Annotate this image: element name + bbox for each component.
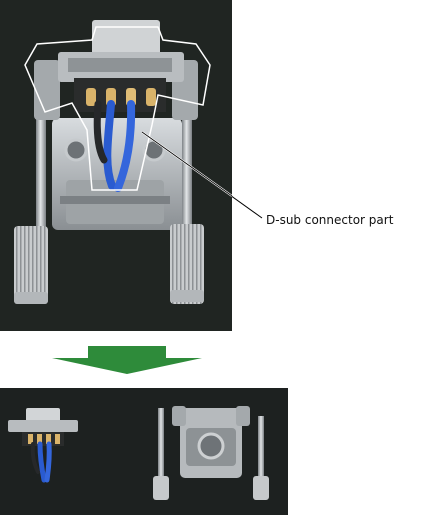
left-thumbscrew-shaft <box>36 88 46 248</box>
left-thumbscrew-knob <box>14 226 48 304</box>
connector-outline <box>24 26 211 191</box>
disassembled-parts-illustration <box>0 388 288 515</box>
left-screw-part <box>153 408 169 500</box>
assembled-connector-photo <box>0 0 232 331</box>
disassembled-parts-photo <box>0 388 288 515</box>
hood-part <box>172 406 250 478</box>
blue-wire <box>103 100 116 190</box>
dsub-shell <box>92 20 160 56</box>
assembled-connector-illustration <box>0 0 232 331</box>
dsub-connector-part <box>8 408 78 483</box>
callout-label: D-sub connector part <box>266 213 394 227</box>
right-thumbscrew-knob <box>170 224 204 304</box>
blue-wire <box>114 100 136 192</box>
down-arrow-icon <box>52 346 202 374</box>
right-screw-part <box>253 416 269 500</box>
